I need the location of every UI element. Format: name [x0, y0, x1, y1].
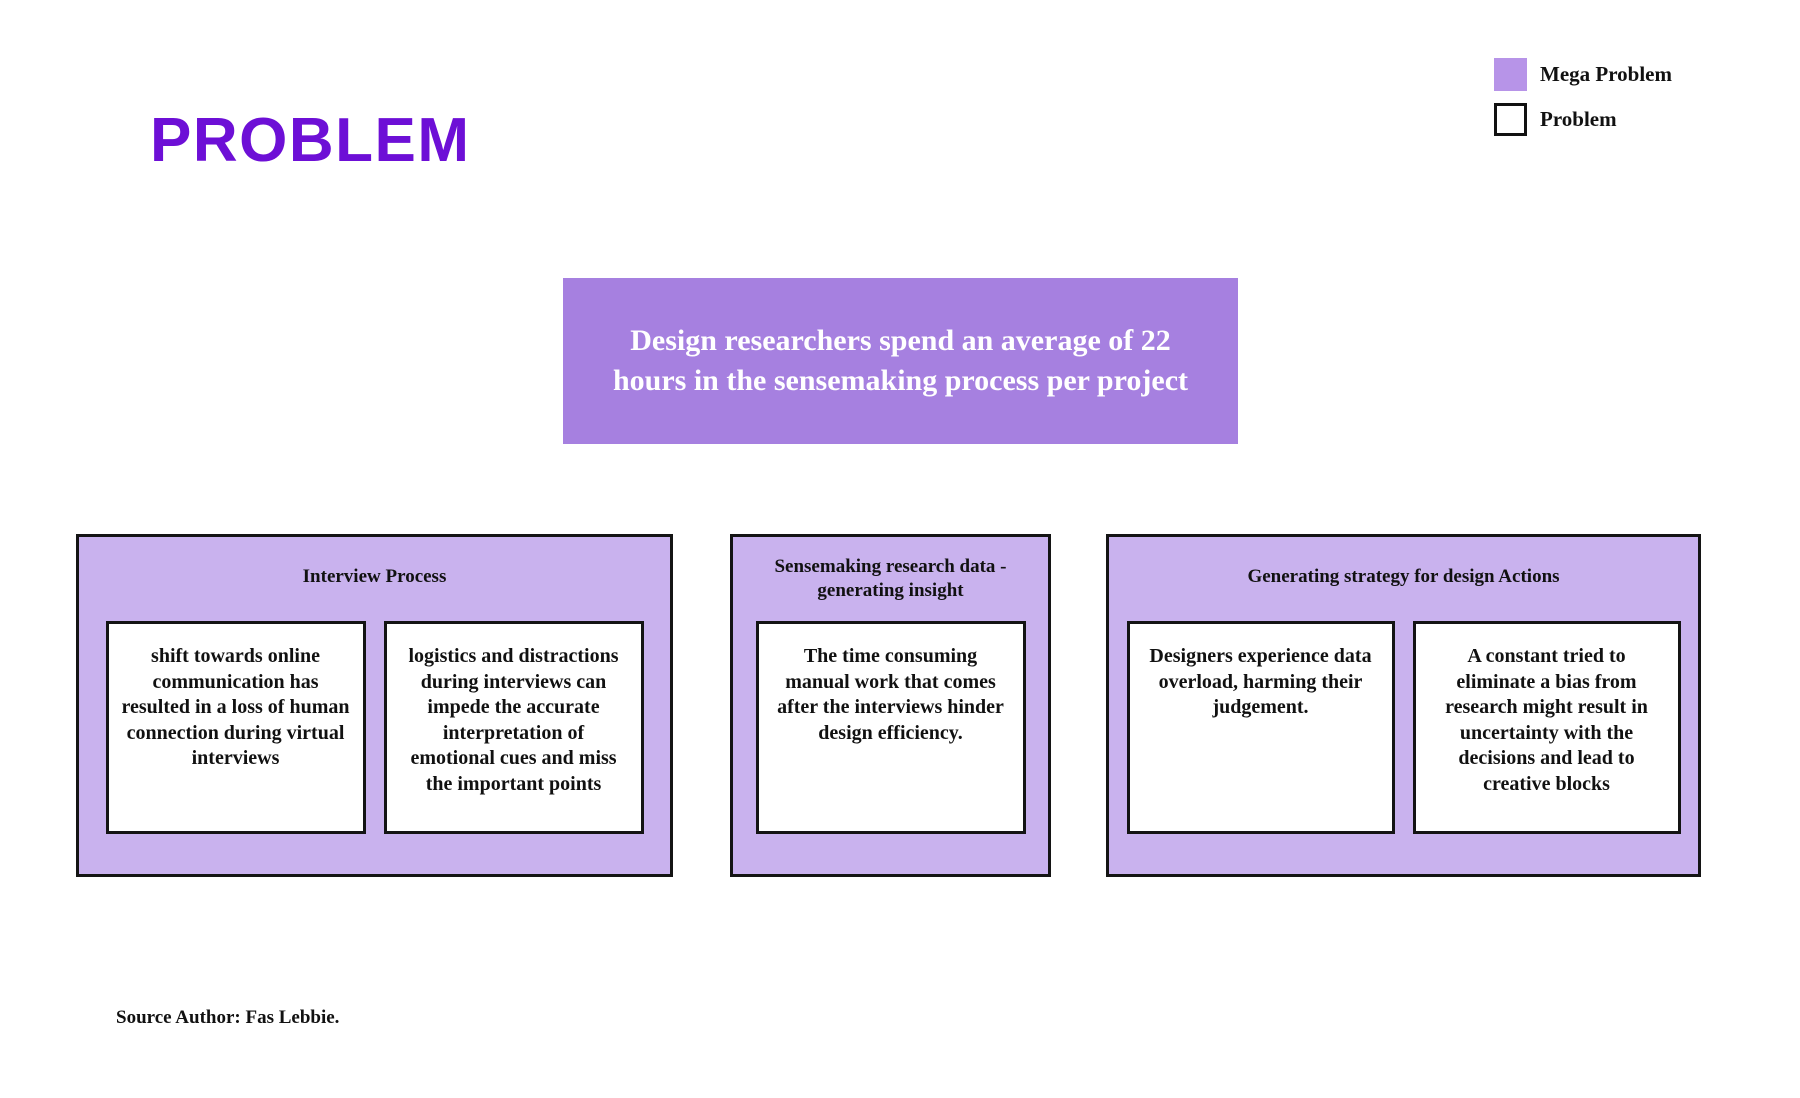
problem-card: Designers experience data overload, harm…	[1126, 621, 1395, 834]
mega-problem-text: Design researchers spend an average of 2…	[612, 324, 1188, 397]
group-title: Interview Process	[302, 566, 447, 587]
problem-card-text: shift towards online communication has r…	[121, 645, 350, 770]
legend-swatch-problem-icon	[1494, 103, 1527, 136]
legend-item-mega-problem: Mega Problem	[1494, 58, 1764, 91]
source-attribution: Source Author: Fas Lebbie.	[116, 1007, 340, 1028]
group-cards: Designers experience data overload, harm…	[1126, 621, 1681, 834]
problem-card: A constant tried to eliminate a bias fro…	[1412, 621, 1681, 834]
problem-group-sensemaking-research-data: Sensemaking research data - generating i…	[730, 534, 1051, 877]
problem-group-generating-strategy: Generating strategy for design Actions D…	[1106, 534, 1701, 877]
legend-item-problem: Problem	[1494, 103, 1764, 136]
group-cards: shift towards online communication has r…	[105, 621, 644, 834]
legend: Mega Problem Problem	[1494, 58, 1764, 148]
problem-card: The time consuming manual work that come…	[755, 621, 1026, 834]
legend-label-problem: Problem	[1540, 107, 1617, 131]
problem-card-text: The time consuming manual work that come…	[777, 645, 1004, 744]
problem-card-text: logistics and distractions during interv…	[408, 645, 619, 795]
problem-group-interview-process: Interview Process shift towards online c…	[76, 534, 673, 877]
legend-swatch-mega-problem-icon	[1494, 58, 1527, 91]
problem-card: logistics and distractions during interv…	[383, 621, 644, 834]
problem-card: shift towards online communication has r…	[105, 621, 366, 834]
group-title: Generating strategy for design Actions	[1247, 566, 1560, 587]
legend-label-mega-problem: Mega Problem	[1540, 62, 1672, 86]
problem-groups: Interview Process shift towards online c…	[76, 534, 1701, 877]
problem-card-text: Designers experience data overload, harm…	[1149, 645, 1372, 719]
group-title: Sensemaking research data - generating i…	[774, 556, 1007, 602]
mega-problem-box: Design researchers spend an average of 2…	[563, 278, 1238, 444]
page-title: PROBLEM	[150, 106, 471, 175]
problem-card-text: A constant tried to eliminate a bias fro…	[1445, 645, 1648, 795]
group-cards: The time consuming manual work that come…	[755, 621, 1026, 834]
